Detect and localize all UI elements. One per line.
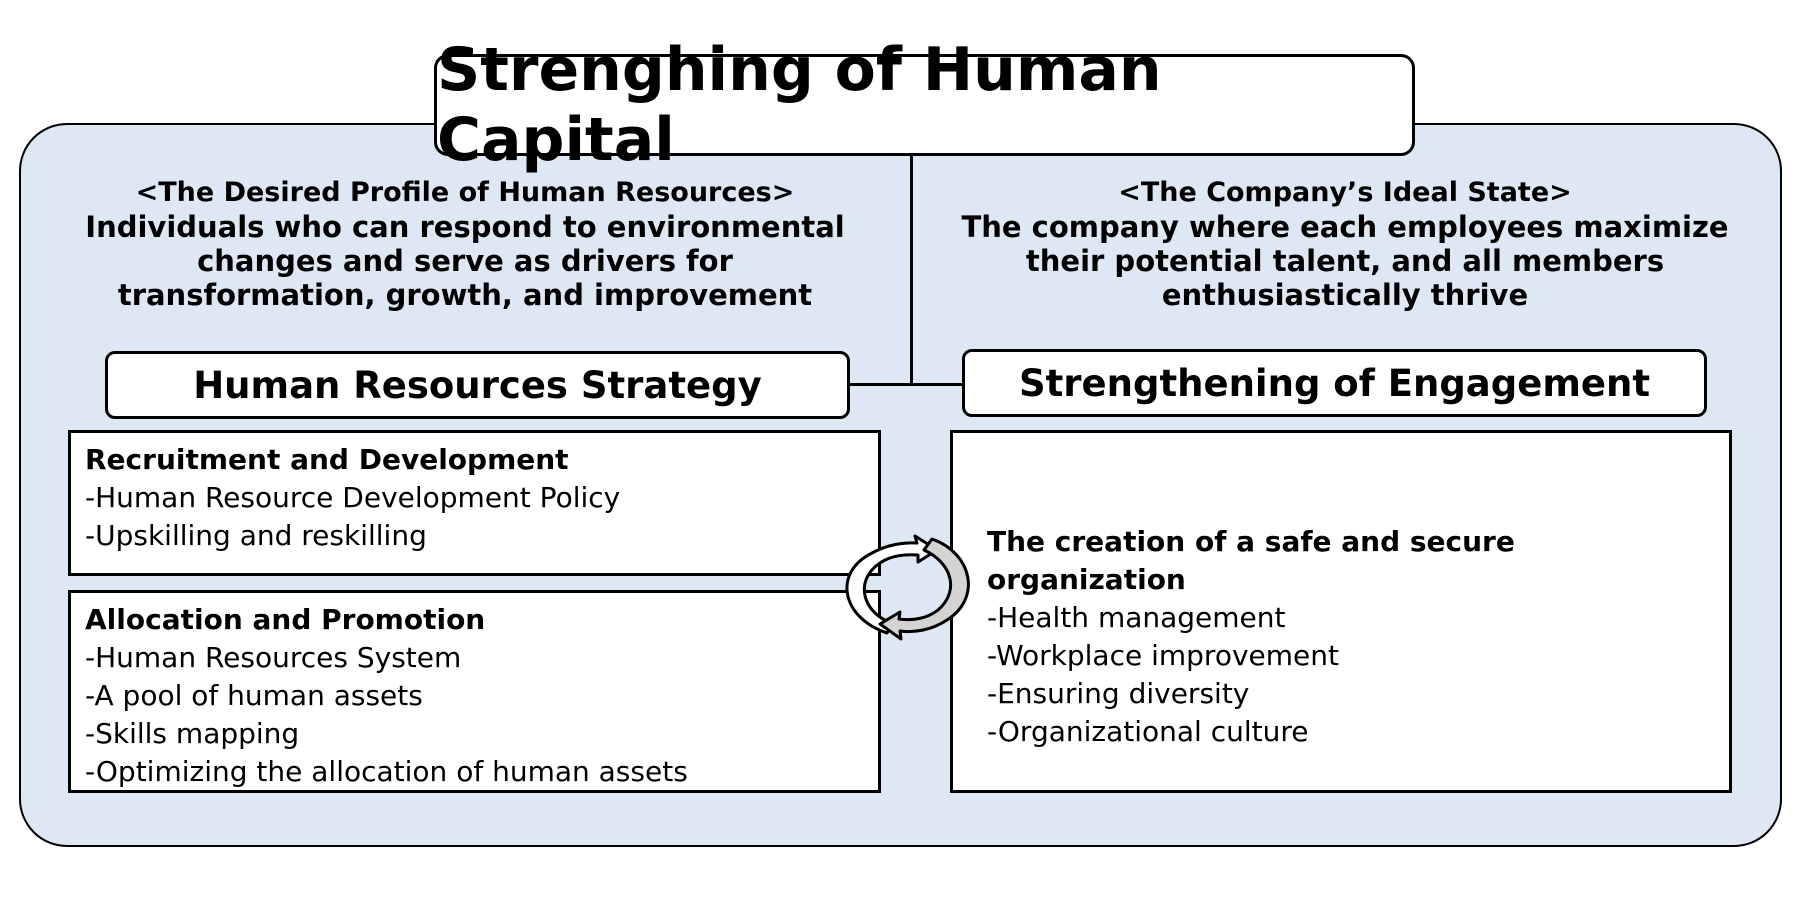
engagement-box: The creation of a safe and secure organi…	[950, 430, 1732, 793]
engagement-label: Strengthening of Engagement	[1018, 361, 1651, 405]
desired-profile-heading: <The Desired Profile of Human Resources>	[135, 177, 795, 208]
allocation-box: Allocation and Promotion -Human Resource…	[68, 590, 881, 793]
allocation-heading: Allocation and Promotion	[85, 603, 486, 636]
title-text: Strenghing of Human Capital	[437, 35, 1162, 175]
hr-strategy-header: Human Resources Strategy	[105, 351, 850, 419]
desired-profile: <The Desired Profile of Human Resources>…	[60, 176, 870, 312]
list-item: -Ensuring diversity	[987, 677, 1250, 710]
list-item: -Human Resource Development Policy	[85, 481, 621, 514]
list-item: -Upskilling and reskilling	[85, 519, 427, 552]
list-item: -Health management	[987, 601, 1286, 634]
list-item: -A pool of human assets	[85, 679, 423, 712]
ideal-state-line-1: The company where each employees maximiz…	[961, 210, 1729, 244]
list-item: -Organizational culture	[987, 715, 1309, 748]
list-item: -Optimizing the allocation of human asse…	[85, 755, 688, 788]
cycle-arrow-upper	[845, 534, 939, 635]
connector-vertical	[910, 156, 913, 385]
ideal-state-line-2: their potential talent, and all members	[1025, 244, 1665, 278]
circular-arrows-icon	[845, 534, 970, 641]
recruitment-box: Recruitment and Development -Human Resou…	[68, 430, 881, 576]
desired-profile-line-2: changes and serve as drivers for	[197, 244, 733, 278]
recruitment-heading: Recruitment and Development	[85, 443, 569, 476]
cycle-arrow-lower	[878, 537, 970, 641]
desired-profile-line-3: transformation, growth, and improvement	[117, 278, 813, 312]
list-item: -Human Resources System	[85, 641, 462, 674]
ideal-state-heading: <The Company’s Ideal State>	[1118, 177, 1572, 208]
allocation-list: -Human Resources System -A pool of human…	[85, 639, 864, 791]
list-item: -Workplace improvement	[987, 639, 1339, 672]
hr-strategy-label: Human Resources Strategy	[193, 363, 762, 407]
engagement-header: Strengthening of Engagement	[962, 349, 1707, 417]
ideal-state: <The Company’s Ideal State> The company …	[930, 176, 1760, 312]
desired-profile-line-1: Individuals who can respond to environme…	[85, 210, 845, 244]
list-item: -Skills mapping	[85, 717, 300, 750]
ideal-state-line-3: enthusiastically thrive	[1161, 278, 1529, 312]
page-title: Strenghing of Human Capital	[434, 35, 1415, 175]
engagement-heading: The creation of a safe and secure organi…	[987, 525, 1515, 596]
recruitment-list: -Human Resource Development Policy -Upsk…	[85, 479, 864, 555]
connector-horizontal	[848, 383, 963, 386]
engagement-list: -Health management -Workplace improvemen…	[987, 599, 1711, 751]
